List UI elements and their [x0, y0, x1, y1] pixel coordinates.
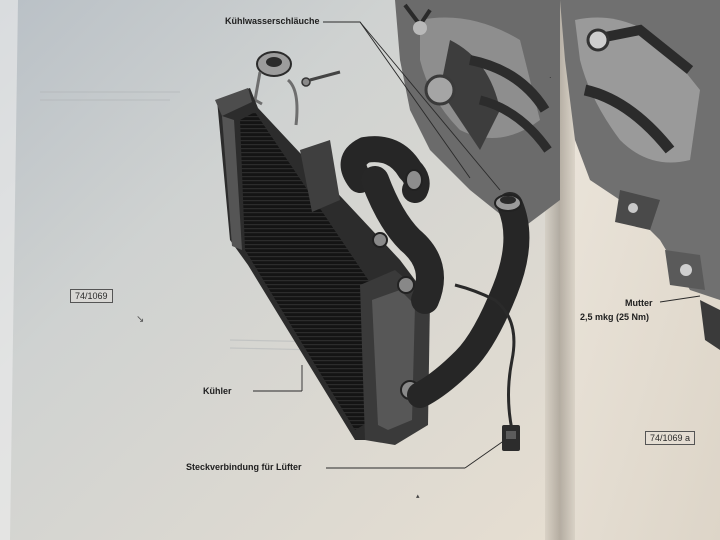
label-mutter: Mutter	[625, 298, 653, 308]
engine-illustration-right	[560, 0, 720, 350]
fan-connector	[454, 283, 520, 451]
leader-lines	[253, 21, 701, 469]
figure-number-right: 74/1069 a	[645, 431, 696, 445]
label-kuehlwasserschlaeuche: Kühlwasserschläuche	[225, 16, 320, 26]
coolant-hoses	[340, 136, 530, 408]
engine-illustration	[395, 0, 560, 230]
label-steckverbindung: Steckverbindung für Lüfter	[186, 462, 302, 472]
label-kuehler: Kühler	[203, 386, 232, 396]
page-curl-left	[0, 0, 18, 540]
svg-text:↘: ↘	[136, 314, 144, 325]
bolt	[301, 70, 341, 87]
svg-text:▴: ▴	[416, 492, 420, 500]
svg-text:.: .	[549, 71, 552, 80]
label-torque: 2,5 mkg (25 Nm)	[580, 312, 650, 322]
radiator-cap	[253, 51, 299, 126]
figure-number-left: 74/1069	[70, 289, 113, 303]
